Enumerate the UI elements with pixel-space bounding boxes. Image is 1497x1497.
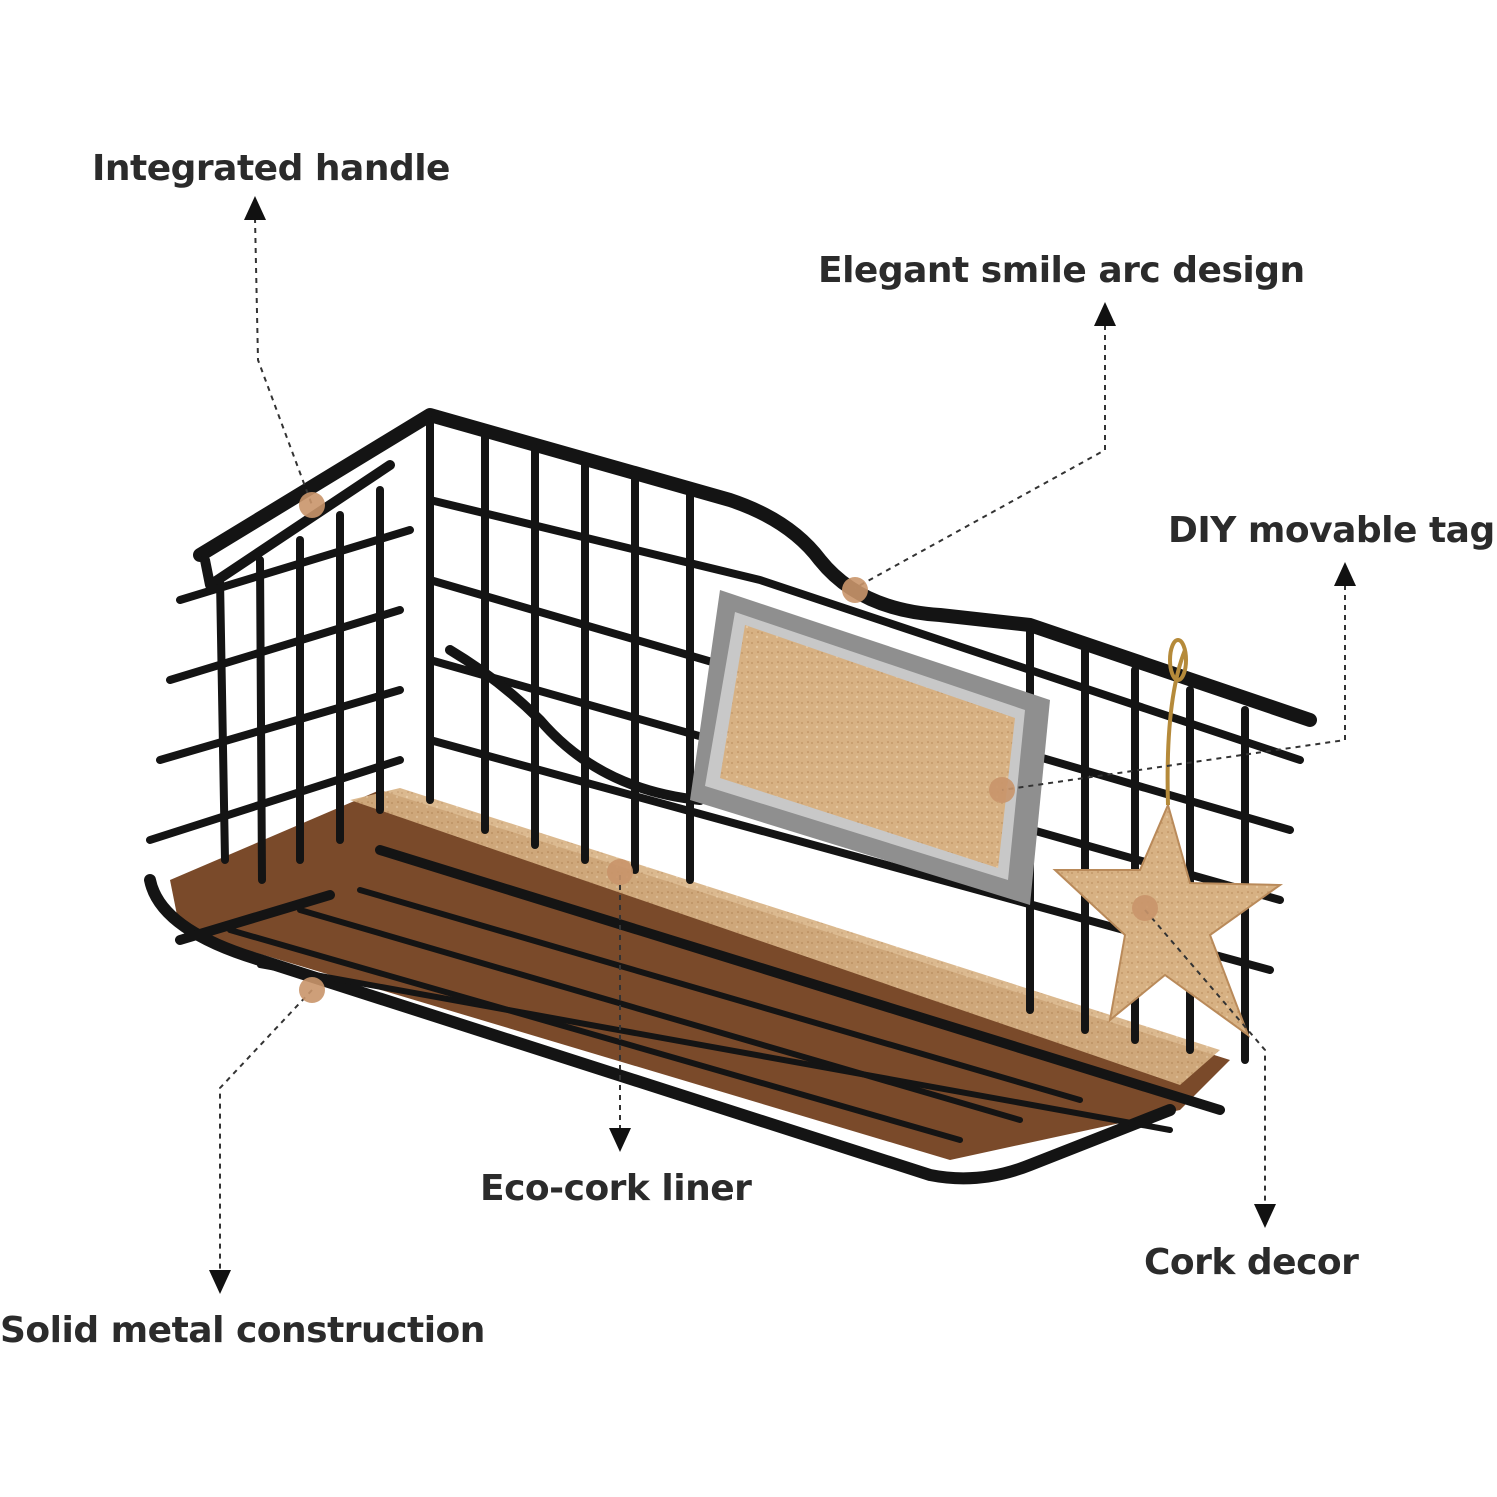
marker-dots [299,492,1158,1003]
callout-cork-liner: Eco-cork liner [480,1168,752,1209]
marker-dot [842,577,868,603]
marker-dot [1132,895,1158,921]
marker-dot [989,777,1015,803]
marker-dot [299,492,325,518]
callout-movable-tag: DIY movable tag [1168,510,1495,551]
marker-dot [607,859,633,885]
marker-dot [299,977,325,1003]
arrow-up-icon [244,196,266,220]
callout-metal-construction: Solid metal construction [0,1310,485,1351]
leader-lines [219,217,1346,1270]
callout-smile-arc: Elegant smile arc design [818,250,1305,291]
cork-star-decor [1052,638,1284,1038]
arrow-down-icon [609,1128,631,1152]
arrow-down-icon [209,1270,231,1294]
callout-cork-decor: Cork decor [1144,1242,1359,1283]
arrow-up-icon [1094,302,1116,326]
arrow-up-icon [1334,562,1356,586]
arrowheads [209,196,1356,1294]
arrow-down-icon [1254,1204,1276,1228]
callout-integrated-handle: Integrated handle [92,148,450,189]
tag-frame [690,590,1050,905]
